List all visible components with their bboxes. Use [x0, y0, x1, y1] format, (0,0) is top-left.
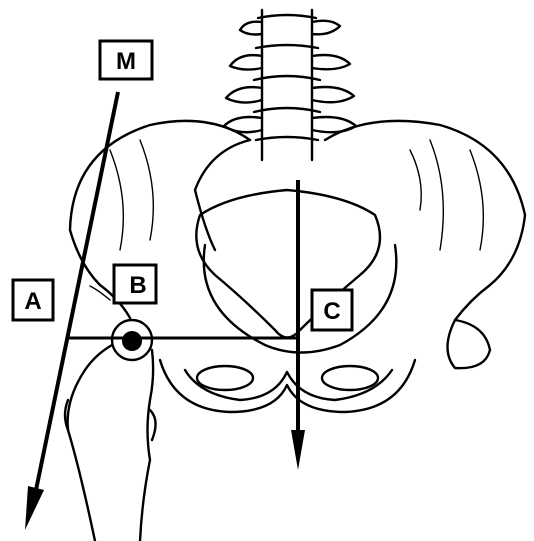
label-b: B [114, 265, 156, 303]
label-m-text: M [116, 48, 136, 75]
vertical-force-arrow-c [291, 180, 305, 470]
label-m: M [100, 41, 152, 79]
b-leader-line [90, 286, 110, 300]
label-b-text: B [129, 272, 146, 299]
label-c-text: C [323, 298, 340, 325]
label-a: A [13, 280, 53, 320]
label-a-text: A [24, 288, 41, 315]
label-c: C [312, 290, 352, 330]
hip-joint-center-dot [122, 331, 142, 351]
femur [65, 320, 156, 541]
lumbar-spine [224, 10, 356, 160]
